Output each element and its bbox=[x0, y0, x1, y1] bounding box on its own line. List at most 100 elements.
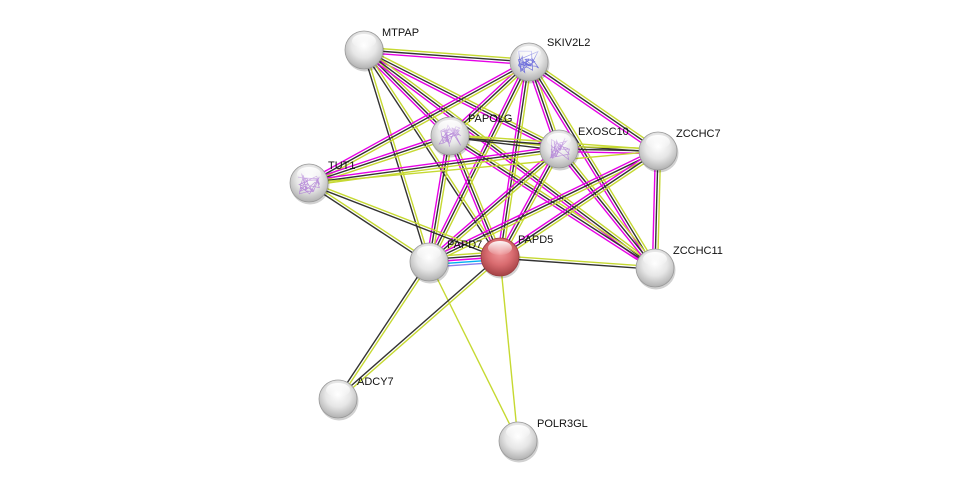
node-zcchc7[interactable]: ZCCHC7 bbox=[638, 128, 721, 173]
node-adcy7[interactable]: ADCY7 bbox=[318, 376, 394, 421]
edge-evidence-coexpression bbox=[336, 255, 500, 399]
edge-evidence-experiments bbox=[426, 146, 558, 261]
edge-papolg-papd7[interactable] bbox=[425, 135, 454, 263]
edge-evidence-experiments bbox=[308, 145, 559, 182]
node-label: ZCCHC11 bbox=[673, 245, 723, 257]
edge-evidence-text-mining bbox=[364, 47, 561, 148]
edge-evidence-coexpression bbox=[558, 148, 656, 269]
edge-skiv2l2-tut1[interactable] bbox=[307, 59, 531, 186]
edge-papd7-polr3gl[interactable] bbox=[428, 261, 519, 442]
edge-evidence-text-mining bbox=[451, 134, 504, 257]
edge-evidence-text-mining bbox=[338, 257, 502, 401]
edge-evidence-text-mining bbox=[501, 62, 533, 258]
node-highlight bbox=[438, 120, 462, 134]
edge-exosc10-papd5[interactable] bbox=[497, 147, 562, 259]
node-highlight bbox=[646, 135, 670, 149]
edge-evidence-experiments bbox=[498, 148, 657, 256]
edge-evidence-text-mining bbox=[309, 181, 501, 257]
node-papd7[interactable]: PAPD7 bbox=[409, 239, 482, 284]
edge-papd5-adcy7[interactable] bbox=[336, 255, 502, 401]
edge-evidence-experiments bbox=[362, 51, 654, 271]
node-highlight bbox=[352, 34, 376, 48]
edge-evidence-text-mining bbox=[499, 256, 519, 442]
node-highlight bbox=[297, 167, 321, 181]
node-highlight bbox=[517, 46, 541, 60]
node-tut1[interactable]: TUT1 bbox=[289, 160, 356, 205]
edge-evidence-text-mining bbox=[656, 151, 662, 269]
edge-evidence-text-mining bbox=[560, 146, 658, 267]
node-highlight bbox=[326, 383, 350, 397]
node-polr3gl[interactable]: POLR3GL bbox=[498, 418, 588, 463]
edge-evidence-experiments bbox=[307, 59, 529, 182]
node-label: MTPAP bbox=[382, 27, 419, 39]
edge-evidence-coexpression bbox=[428, 148, 560, 263]
edge-mtpap-skiv2l2[interactable] bbox=[363, 46, 530, 66]
edge-evidence-text-mining bbox=[530, 60, 658, 268]
edge-evidence-experiments bbox=[527, 63, 657, 154]
edge-evidence-coexpression bbox=[308, 148, 560, 184]
edge-evidence-coexpression bbox=[308, 135, 451, 184]
edge-evidence-coexpression bbox=[449, 135, 501, 258]
node-papolg[interactable]: PAPOLG bbox=[430, 113, 512, 158]
edge-zcchc7-papd5[interactable] bbox=[498, 148, 660, 260]
edge-evidence-text-mining bbox=[430, 136, 454, 263]
edge-tut1-papd5[interactable] bbox=[308, 181, 501, 259]
node-label: ADCY7 bbox=[357, 376, 394, 388]
node-skiv2l2[interactable]: SKIV2L2 bbox=[509, 37, 590, 84]
edge-exosc10-papd7[interactable] bbox=[426, 146, 562, 265]
edge-evidence-text-mining bbox=[309, 63, 531, 186]
edge-skiv2l2-zcchc7[interactable] bbox=[527, 59, 660, 154]
node-label: ZCCHC7 bbox=[676, 128, 721, 140]
node-label: PAPOLG bbox=[468, 113, 512, 125]
edge-evidence-text-mining bbox=[428, 261, 519, 442]
node-highlight bbox=[547, 133, 571, 147]
edge-evidence-experiments bbox=[556, 150, 654, 271]
edge-evidence-experiments bbox=[363, 51, 529, 66]
node-highlight bbox=[506, 425, 530, 439]
edge-evidence-text-mining bbox=[500, 255, 656, 268]
edge-evidence-text-mining bbox=[309, 181, 431, 262]
edge-evidence-text-mining bbox=[501, 152, 660, 260]
edge-evidence-coexpression bbox=[307, 183, 429, 264]
edge-evidence-experiments bbox=[425, 135, 449, 262]
edge-evidence-text-mining bbox=[501, 149, 562, 259]
edge-zcchc7-tut1[interactable] bbox=[308, 150, 659, 184]
protein-structure-icon bbox=[298, 173, 320, 195]
node-exosc10[interactable]: EXOSC10 bbox=[539, 126, 629, 171]
edge-papd5-polr3gl[interactable] bbox=[499, 256, 519, 442]
edge-evidence-text-mining bbox=[430, 62, 532, 264]
edge-evidence-coexpression bbox=[654, 150, 659, 269]
edge-evidence-text-mining bbox=[430, 150, 562, 265]
edge-evidence-text-mining bbox=[365, 47, 657, 267]
edge-evidence-experiments bbox=[651, 150, 657, 268]
edge-exosc10-zcchc11[interactable] bbox=[556, 146, 658, 271]
edge-evidence-coexpression bbox=[499, 150, 659, 258]
edge-evidence-text-mining bbox=[530, 59, 660, 150]
edge-evidence-text-mining bbox=[364, 46, 530, 61]
node-zcchc11[interactable]: ZCCHC11 bbox=[635, 245, 723, 290]
node-label: PAPD5 bbox=[518, 234, 553, 246]
edge-papd7-adcy7[interactable] bbox=[336, 260, 431, 401]
edge-evidence-text-mining bbox=[338, 262, 431, 401]
protein-structure-icon bbox=[517, 50, 539, 74]
edge-evidence-coexpression bbox=[428, 135, 451, 263]
edge-tut1-papd7[interactable] bbox=[307, 181, 431, 264]
edge-exosc10-tut1[interactable] bbox=[308, 145, 560, 187]
edge-evidence-experiments bbox=[427, 148, 658, 261]
node-highlight bbox=[488, 241, 512, 255]
node-highlight bbox=[643, 252, 667, 266]
node-label: PAPD7 bbox=[447, 239, 482, 251]
node-mtpap[interactable]: MTPAP bbox=[344, 27, 419, 72]
edge-papd5-zcchc11[interactable] bbox=[499, 255, 656, 270]
protein-structure-icon bbox=[438, 124, 462, 147]
edge-evidence-experiments bbox=[446, 136, 499, 259]
edge-evidence-experiments bbox=[448, 137, 654, 271]
edge-papolg-papd5[interactable] bbox=[446, 134, 504, 259]
edge-evidence-text-mining bbox=[308, 150, 659, 184]
edge-evidence-experiments bbox=[362, 51, 559, 152]
node-papd5[interactable]: PAPD5 bbox=[480, 234, 553, 279]
edge-zcchc7-zcchc11[interactable] bbox=[651, 150, 662, 269]
node-label: TUT1 bbox=[328, 160, 356, 172]
